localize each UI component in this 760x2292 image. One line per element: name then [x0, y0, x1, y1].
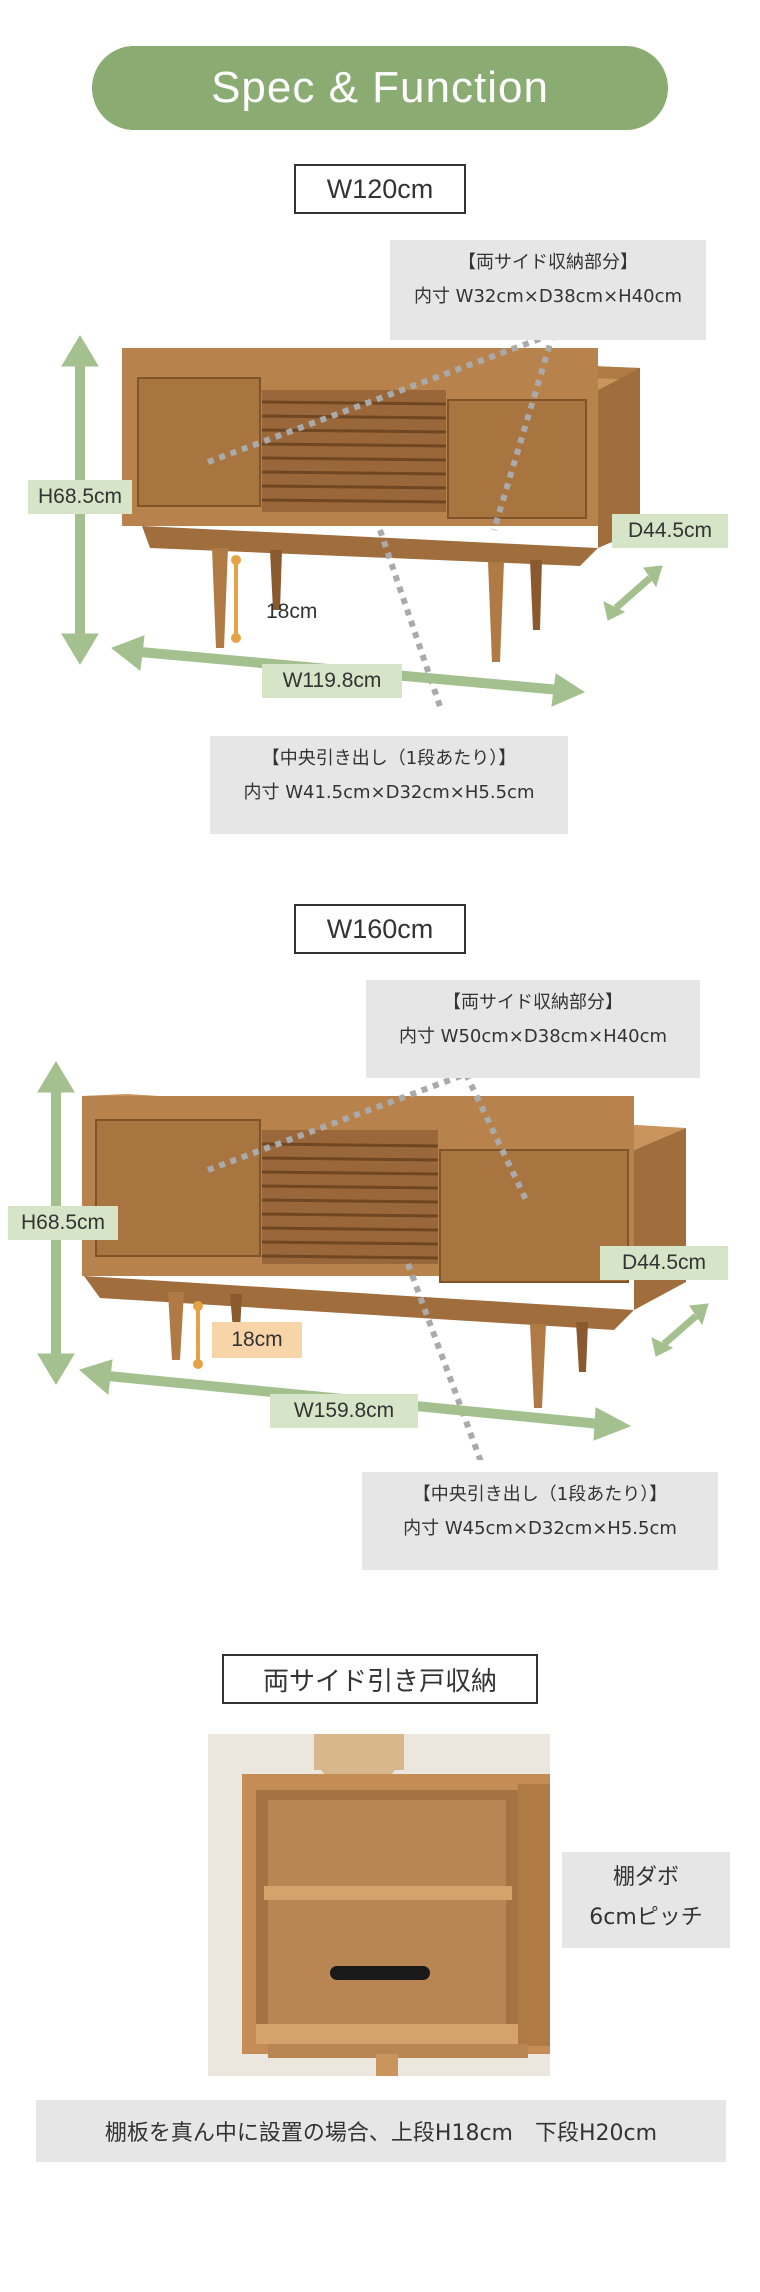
center-drawer-label: 【中央引き出し（1段あたり）】 — [261, 748, 517, 769]
side-storage-label: 【両サイド収納部分】 — [458, 252, 638, 273]
side-storage-spec-w120: 【両サイド収納部分】 内寸 W32cm×D38cm×H40cm — [390, 240, 706, 340]
side-storage-label: 【両サイド収納部分】 — [443, 992, 623, 1013]
left-door — [95, 1119, 261, 1257]
shelf-height-note-text: 棚板を真ん中に設置の場合、上段H18cm 下段H20cm — [104, 2121, 658, 2146]
shelf-height-note: 棚板を真ん中に設置の場合、上段H18cm 下段H20cm — [36, 2100, 726, 2162]
leg-height-label-w120: 18cm — [266, 600, 317, 624]
storage-section-title-text: 両サイド引き戸収納 — [262, 1665, 497, 1696]
page-header: Spec & Function — [92, 46, 668, 130]
leg-height-value: 18cm — [231, 1328, 283, 1351]
depth-value: D44.5cm — [627, 519, 713, 542]
center-drawer-label: 【中央引き出し（1段あたり）】 — [412, 1484, 668, 1505]
leg-height-marker — [231, 555, 241, 643]
leader-center — [405, 1262, 484, 1460]
base-frame — [142, 526, 598, 566]
width-label-w160: W159.8cm — [270, 1394, 418, 1428]
storage-section-title: 両サイド引き戸収納 — [222, 1654, 538, 1704]
sideboard-w120-illustration — [61, 331, 663, 710]
leg — [530, 1324, 546, 1408]
section-title-w160: W160cm — [294, 904, 466, 954]
height-value: H68.5cm — [37, 485, 123, 508]
header-title: Spec & Function — [211, 63, 549, 112]
leader-side-right — [463, 1072, 531, 1206]
leg-height-label-w160: 18cm — [212, 1322, 302, 1358]
leg — [576, 1322, 588, 1372]
side-storage-dims: 内寸 W50cm×D38cm×H40cm — [398, 1026, 668, 1047]
leg-height-value: 18cm — [266, 600, 318, 623]
left-door — [137, 377, 261, 507]
height-value: H68.5cm — [20, 1211, 106, 1234]
center-louvre-drawers — [261, 390, 447, 512]
center-drawer-dims: 内寸 W41.5cm×D32cm×H5.5cm — [243, 782, 535, 803]
depth-arrow — [651, 1303, 709, 1357]
height-label-w160: H68.5cm — [8, 1206, 118, 1240]
depth-label-w160: D44.5cm — [600, 1246, 728, 1280]
cabinet-interior-illustration — [208, 1734, 550, 2076]
leg-height-marker — [193, 1301, 203, 1369]
depth-label-w120: D44.5cm — [612, 514, 728, 548]
leader-side-right — [491, 333, 556, 531]
depth-arrow — [603, 565, 663, 621]
center-louvre-drawers — [261, 1130, 439, 1264]
leg — [530, 560, 542, 630]
leg — [488, 562, 504, 662]
leg — [212, 548, 228, 648]
width-value: W159.8cm — [293, 1399, 395, 1422]
section-title-w120: W120cm — [294, 164, 466, 214]
section-title-text: W120cm — [326, 173, 434, 204]
height-label-w120: H68.5cm — [28, 480, 132, 514]
section-title-text: W160cm — [326, 913, 434, 944]
center-drawer-spec-w160: 【中央引き出し（1段あたり）】 内寸 W45cm×D32cm×H5.5cm — [362, 1472, 718, 1570]
leg — [168, 1292, 184, 1360]
leg — [230, 1294, 242, 1330]
shelf-pin-label: 棚ダボ — [612, 1865, 679, 1890]
leader-side-left — [206, 1071, 468, 1173]
shelf-pin-pitch: 6cmピッチ — [589, 1905, 703, 1930]
right-door — [439, 1149, 629, 1283]
side-storage-spec-w160: 【両サイド収納部分】 内寸 W50cm×D38cm×H40cm — [366, 980, 700, 1078]
cabinet-side — [634, 1128, 686, 1310]
cabinet-side — [598, 368, 640, 548]
center-drawer-spec-w120: 【中央引き出し（1段あたり）】 内寸 W41.5cm×D32cm×H5.5cm — [210, 736, 568, 834]
side-storage-dims: 内寸 W32cm×D38cm×H40cm — [413, 286, 683, 307]
leg — [270, 550, 282, 610]
shelf-pin-info: 棚ダボ 6cmピッチ — [562, 1852, 730, 1948]
side-storage-photo — [208, 1734, 550, 2076]
width-label-w120: W119.8cm — [262, 664, 402, 698]
base-frame — [84, 1276, 634, 1330]
leader-side-left — [206, 331, 555, 465]
center-drawer-dims: 内寸 W45cm×D32cm×H5.5cm — [403, 1518, 677, 1539]
width-value: W119.8cm — [282, 669, 382, 692]
right-door — [447, 399, 587, 519]
depth-value: D44.5cm — [621, 1251, 707, 1274]
